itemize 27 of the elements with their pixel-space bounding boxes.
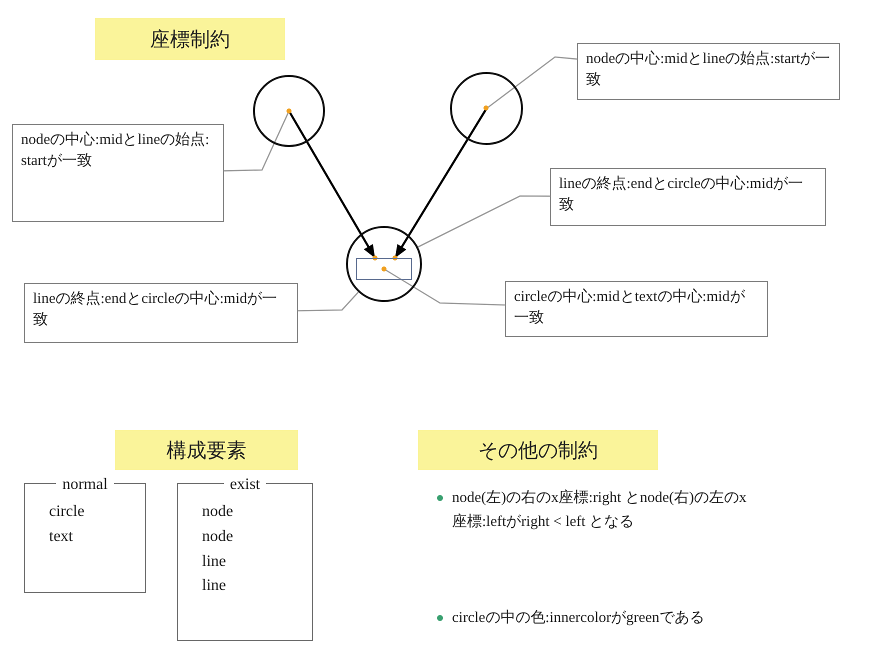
list-item: text (49, 528, 73, 545)
list-item: circle (49, 503, 85, 520)
leader-line (486, 56, 578, 110)
section-heading: その他の制約 (418, 430, 658, 470)
leader-line (224, 110, 290, 172)
list-item: line (202, 577, 226, 594)
circle-shape (450, 72, 523, 145)
circle-shape (253, 75, 325, 147)
circle-shape (346, 226, 422, 302)
callout-box: lineの終点:endとcircleの中心:midが一致 (24, 283, 298, 343)
arrow (288, 110, 376, 259)
list-item: node (202, 503, 234, 520)
arrow (394, 108, 488, 259)
callout-box: nodeの中心:midとlineの始点:startが一致 (577, 43, 840, 100)
leader-line (418, 195, 550, 248)
leader-line (384, 268, 506, 306)
section-heading: 座標制約 (95, 18, 285, 60)
note-text: circleの中の色:innercolorがgreenである (452, 608, 706, 628)
callout-box: lineの終点:endとcircleの中心:midが一致 (550, 168, 826, 226)
list-item: node (202, 528, 234, 545)
text-box (356, 258, 412, 280)
section-heading: 構成要素 (115, 430, 298, 470)
callout-box: circleの中心:midとtextの中心:midが一致 (505, 281, 768, 337)
note-text: node(左)の右のx座標:right とnode(右)の左のx座標:leftがright < left となる (452, 488, 748, 532)
leader-line (298, 292, 359, 312)
list-item: line (202, 552, 226, 570)
callout-box: nodeの中心:midとlineの始点:startが一致 (12, 124, 224, 222)
